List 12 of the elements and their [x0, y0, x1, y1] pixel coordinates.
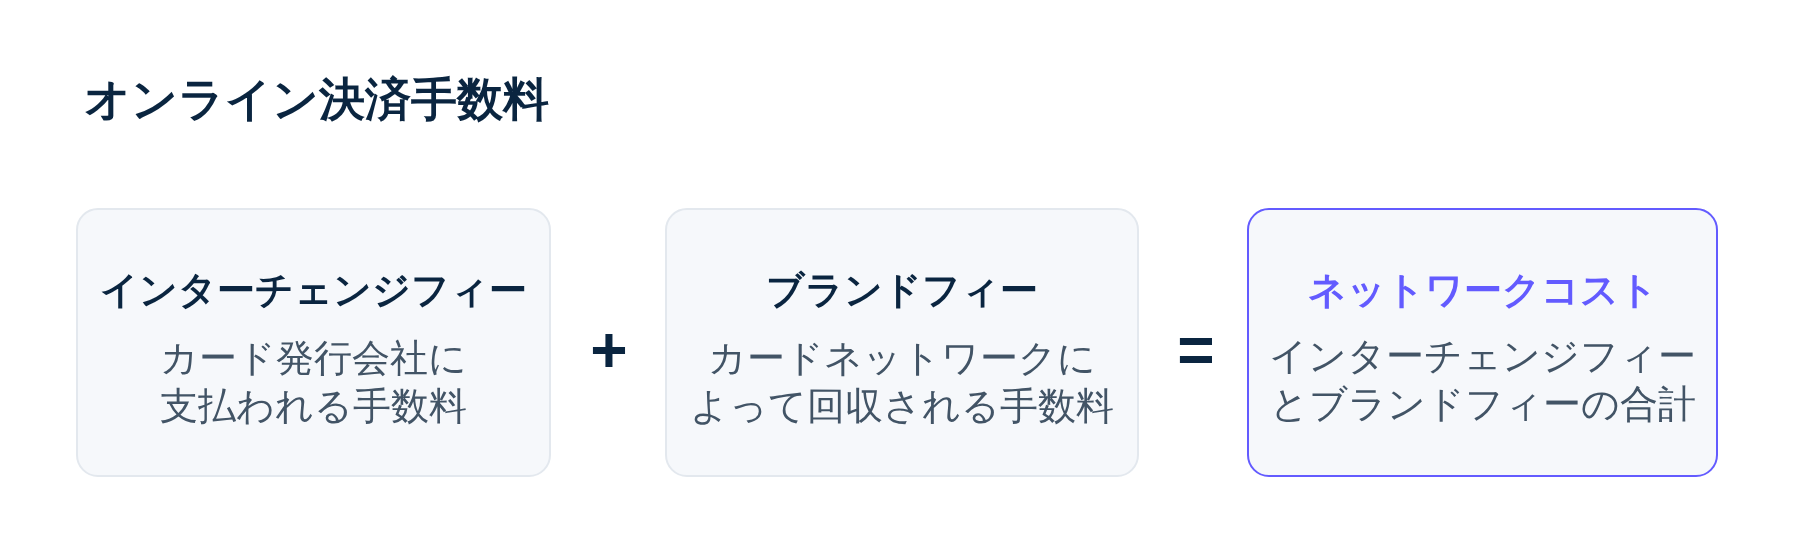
card — [76, 208, 551, 477]
card — [1247, 208, 1718, 477]
card — [665, 208, 1139, 477]
card-text: カード発行会社に支払われる手数料 — [160, 336, 467, 429]
card-text: カードネットワークによって回収される手数料 — [690, 336, 1114, 429]
card-title: インターチェンジフィー — [100, 268, 527, 312]
card-title: ブランドフィー — [766, 268, 1038, 312]
card-text: インターチェンジフィーとブランドフィーの合計 — [1269, 334, 1696, 427]
title: オンライン決済手数料 — [84, 72, 549, 127]
card-title: ネットワークコスト — [1307, 268, 1658, 312]
math-operator: + — [590, 315, 628, 385]
math-operator: = — [1177, 315, 1215, 385]
